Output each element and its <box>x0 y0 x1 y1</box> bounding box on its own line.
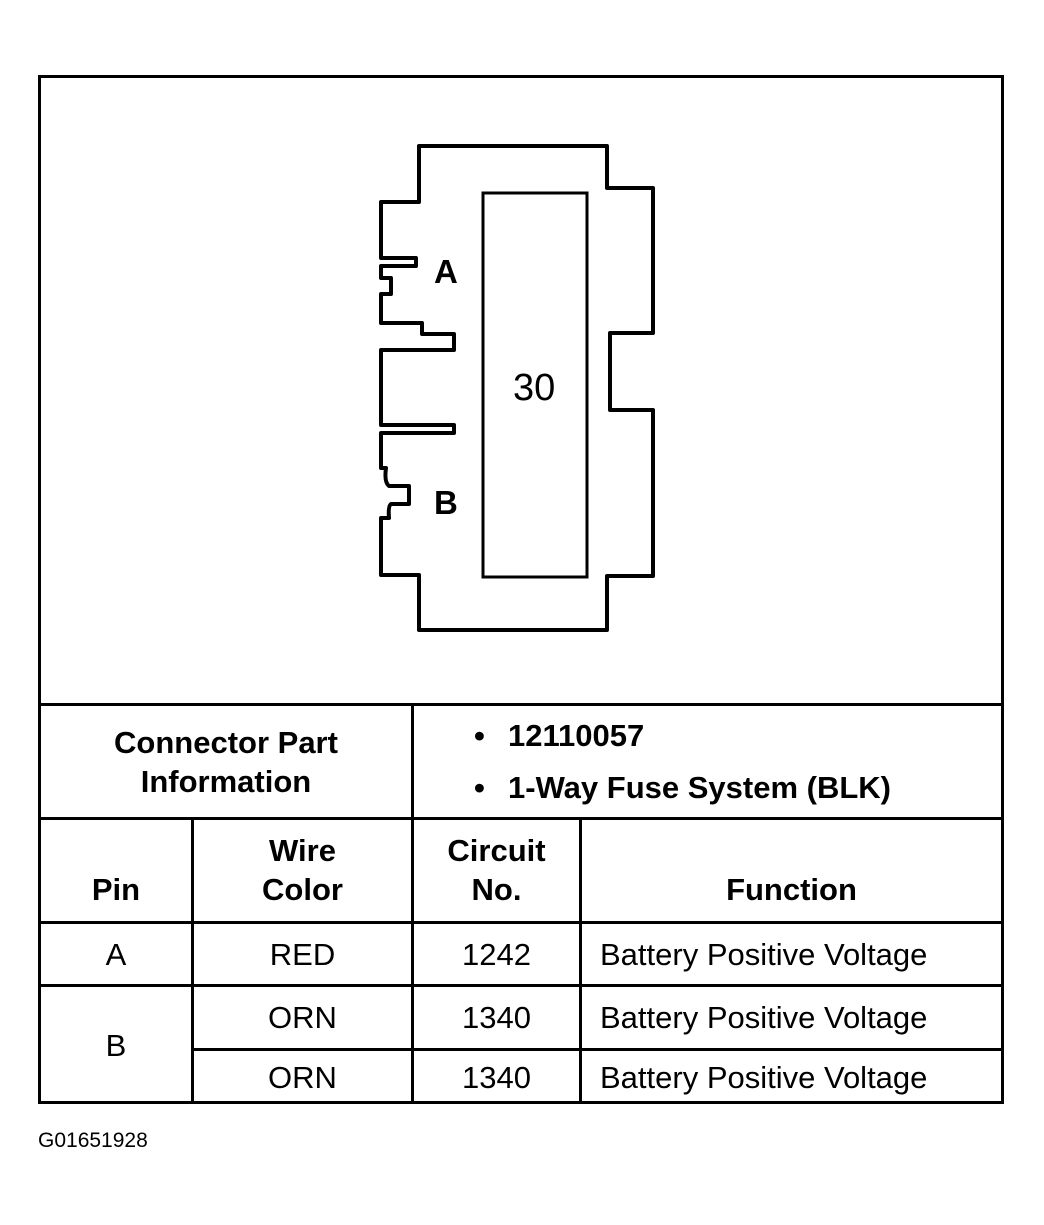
header-function: Function <box>582 820 1001 921</box>
header-pin-text: Pin <box>91 872 141 907</box>
divider <box>191 817 194 1103</box>
bullet-icon: • <box>474 718 485 753</box>
connector-outline <box>379 144 655 632</box>
part-info-item: • 12110057 <box>474 720 644 751</box>
table-row-circuit: 1242 <box>462 936 531 972</box>
header-pin: Pin <box>41 820 191 921</box>
header-wire-color-text: Wire Color <box>262 833 343 907</box>
table-row-function: Battery Positive Voltage <box>600 1000 928 1035</box>
part-info-item: • 1-Way Fuse System (BLK) <box>474 772 891 803</box>
divider <box>411 703 414 1103</box>
pin-a-label: A <box>434 253 458 290</box>
table-row-pin: B <box>105 1028 127 1063</box>
divider <box>41 921 1001 924</box>
divider <box>41 703 1001 706</box>
header-wire-color: Wire Color <box>194 820 411 921</box>
header-circuit-no: Circuit No. <box>414 820 579 921</box>
header-function-text: Function <box>726 872 857 907</box>
header-circuit-no-text: Circuit No. <box>447 833 546 907</box>
table-row-wire-color: RED <box>269 936 336 972</box>
table-row-circuit: 1340 <box>462 1000 531 1035</box>
table-row-function: Battery Positive Voltage <box>600 936 928 972</box>
divider <box>191 1048 1001 1051</box>
table-row-function: Battery Positive Voltage <box>600 1060 928 1095</box>
pin-b-label: B <box>434 484 458 521</box>
table-row-circuit: 1340 <box>462 1060 531 1095</box>
cavity-number: 30 <box>513 367 556 409</box>
table-row-wire-color: ORN <box>268 1000 337 1035</box>
figure-id: G01651928 <box>38 1129 148 1152</box>
divider <box>579 817 582 1103</box>
bullet-icon: • <box>474 770 485 805</box>
part-info-list: • 12110057 • 1-Way Fuse System (BLK) <box>414 706 1001 817</box>
part-description: 1-Way Fuse System (BLK) <box>508 770 891 805</box>
table-row-pin: A <box>105 936 127 972</box>
divider <box>41 817 1001 820</box>
part-info-label: Connector Part Information <box>41 706 411 817</box>
connector-diagram-frame: A B 30 Connector Part Information • 12110… <box>38 75 1004 1104</box>
divider <box>41 984 1001 987</box>
table-row-wire-color: ORN <box>268 1060 337 1095</box>
part-info-label-text: Connector Part Information <box>114 724 338 799</box>
connector-face-view: A B 30 <box>41 78 1001 706</box>
part-number: 12110057 <box>508 718 645 753</box>
